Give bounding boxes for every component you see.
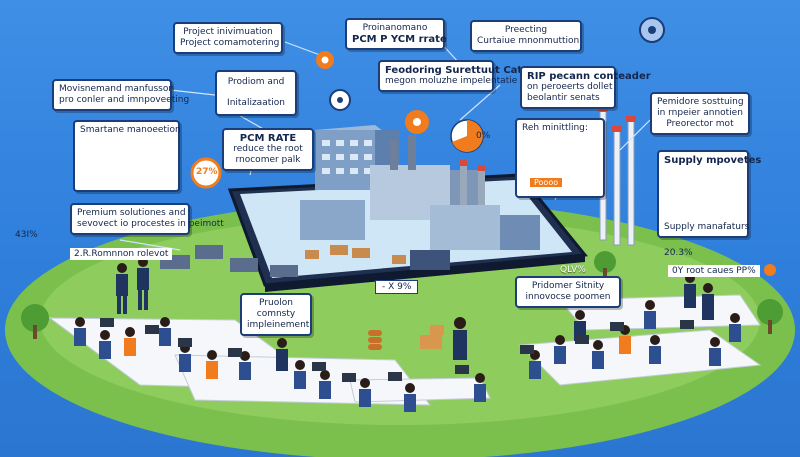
callout-pcm-rate-reduce: PCM RATE reduce the root rnocomer palk [222, 128, 314, 171]
callout-line: Pruolon [259, 298, 293, 308]
equipment-racks [160, 245, 298, 277]
callout-line: Premium solutiones and [77, 208, 186, 218]
callout-line: Pridomer Sitnity [531, 281, 605, 291]
callout-line: Project inivimuation [183, 27, 273, 37]
percent-label: QLV% [560, 265, 586, 275]
callout-line: Feodoring Surettuut Cata [385, 65, 529, 76]
callout-line: sevovect io procestes in peimott [77, 219, 224, 229]
callout-line: Preorector mot [666, 119, 734, 129]
callout-fostering: Feodoring Surettuut Cata megon moluzhe i… [378, 60, 529, 92]
percent-label: - X 9% [375, 280, 419, 294]
callout-rip: RIP pecann conteader on peroeerts dollet… [520, 66, 651, 109]
callout-line: rnocomer palk [235, 155, 301, 165]
callout-smart-management: Smartane manoeetion [73, 120, 181, 192]
callout-line: Pemidore sosttuing [657, 97, 744, 107]
callout-line: Supply mpovetes [664, 155, 762, 166]
callout-line: impleinement [247, 320, 310, 330]
callout-providers: Pemidore sosttuing in rnpeier annotien P… [650, 92, 750, 135]
percent-label: 0% [476, 131, 491, 141]
callout-line: on peroeerts dollet [527, 82, 613, 92]
callout-line: Reh minittling: [522, 123, 588, 133]
callout-project-initiation: Project inivimuation Project comamoterin… [173, 22, 283, 54]
badge-label: Poooo [530, 178, 563, 187]
callout-line: innovocse poomen [525, 292, 611, 302]
callout-line: Curtaiue mnonmuttion [477, 36, 580, 46]
callout-line: PCM P YCM rrate [352, 34, 447, 45]
gear-icon [190, 157, 222, 189]
callout-line: pro conler and imnpoveeting [59, 95, 190, 105]
callout-line: Movisnemand manfusson [59, 84, 175, 94]
tree-icon [594, 251, 616, 280]
stat-label: 2.R.Romnnon rolevot [70, 248, 173, 260]
callout-line: Project comamotering [180, 38, 280, 48]
callout-movement: Movisnemand manfusson pro conler and imn… [52, 79, 190, 111]
gear-icon [316, 51, 334, 69]
callout-line: megon moluzhe impelentatie [385, 76, 518, 86]
callout-supply: Supply mpovetes Supply manafaturs [657, 150, 762, 238]
coil-stack [368, 330, 382, 350]
callout-pridomer: Pridomer Sitnity innovocse poomen [515, 276, 621, 308]
callout-line: reduce the root [233, 144, 303, 154]
callout-line: Supply manafaturs [664, 222, 750, 232]
percent-label: 20.3% [664, 248, 693, 258]
tree-icon [757, 299, 783, 334]
callout-line: Proinanomano [362, 23, 428, 33]
factory-buildings [300, 125, 540, 270]
callout-premium-solutions: Premium solutiones and sevovect io proce… [70, 203, 224, 235]
callout-line: comnsty [256, 309, 296, 319]
laptops [100, 318, 694, 382]
callout-line: Initalizaation [227, 98, 285, 108]
tree-icon [21, 304, 49, 339]
crates [420, 325, 444, 349]
callout-line: in rnpeier annotien [657, 108, 743, 118]
callout-line: Prodiom and [227, 77, 285, 87]
callout-pcm-rate: Proinanomano PCM P YCM rrate [345, 18, 447, 50]
callout-problem-community: Pruolon comnsty impleinement [240, 293, 312, 336]
gear-icon [639, 17, 665, 43]
callout-line: PCM RATE [239, 133, 297, 144]
percent-label: 27% [196, 167, 218, 177]
callout-line: beolantir senats [527, 93, 600, 103]
gear-icon [329, 89, 351, 111]
callout-line: Smartane manoeetion [80, 125, 181, 135]
gear-icon [405, 110, 429, 134]
callout-production-init: Prodiom and Initalizaation [215, 70, 297, 116]
stat-label: 0Y root caues PP% [668, 265, 760, 277]
callout-predicting: Preecting Curtaiue mnonmuttion [470, 20, 582, 52]
callout-line: Preecting [504, 25, 548, 35]
percent-label: 43I% [15, 230, 38, 240]
pie-chart-icon [450, 119, 484, 153]
gear-icon [764, 264, 776, 276]
callout-line: RIP pecann conteader [527, 71, 651, 82]
